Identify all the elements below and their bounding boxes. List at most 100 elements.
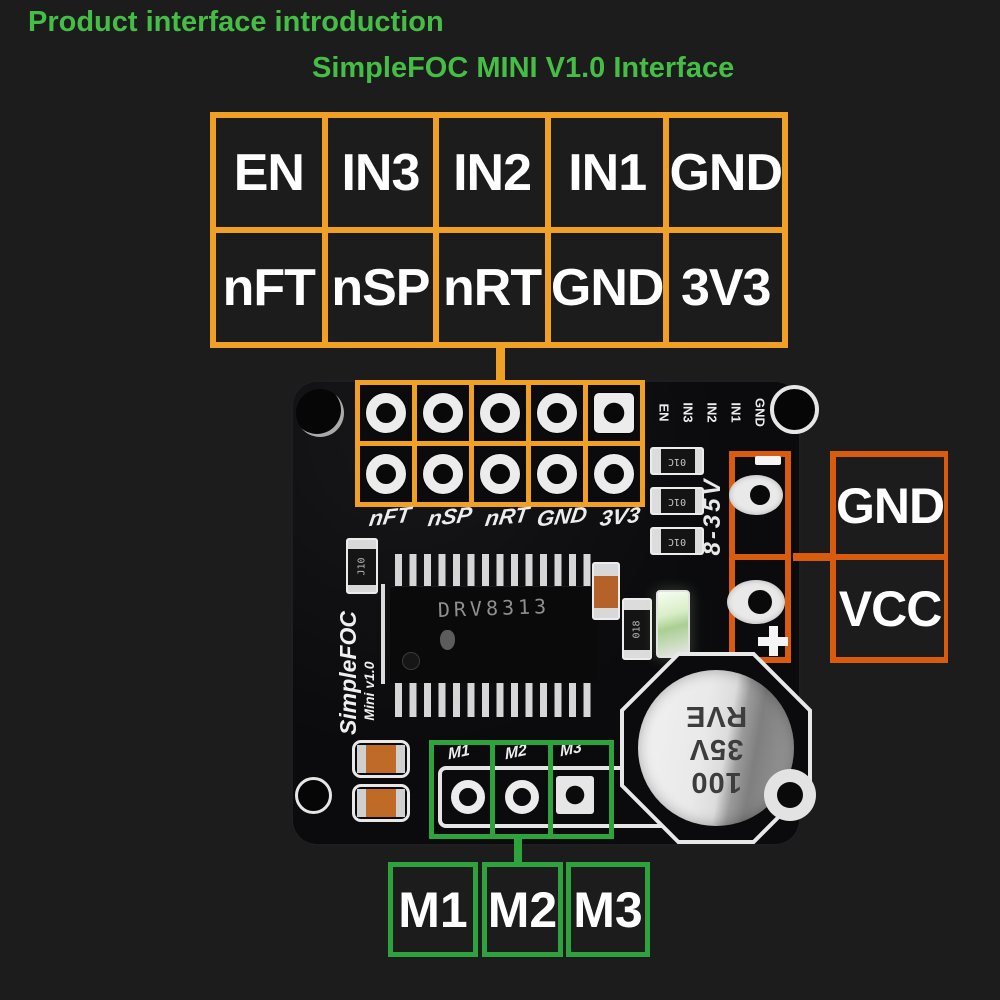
pin-label: nSP xyxy=(331,258,430,317)
mounting-hole xyxy=(295,777,332,814)
pin-label-cell: IN2 xyxy=(439,118,545,227)
smd-resistor: 01C xyxy=(650,447,704,475)
smd-capacitor xyxy=(592,562,620,620)
silkscreen-side-label: IN2 xyxy=(704,402,720,423)
pin-hole-cell xyxy=(531,446,583,502)
pin-label: 3V3 xyxy=(680,258,772,317)
polarity-plus-icon xyxy=(758,626,788,656)
pin-hole-cell xyxy=(360,446,412,502)
power-pad-hole xyxy=(748,590,772,614)
silkscreen-label: GND xyxy=(535,501,589,532)
pin-label-cell: IN3 xyxy=(327,118,434,227)
pin-pad xyxy=(537,454,577,494)
silkscreen-side-label: GND xyxy=(752,398,768,427)
chip-left-bracket xyxy=(381,584,385,684)
pin-label-cell: nSP xyxy=(327,233,434,342)
mounting-hole xyxy=(777,782,803,808)
pin-pad xyxy=(480,393,520,433)
smd-capacitor xyxy=(352,740,410,778)
power-label-boxes: GND VCC xyxy=(830,451,948,663)
pin-pad xyxy=(480,454,520,494)
signal-header-annotation-grid xyxy=(355,380,645,507)
silkscreen-side-label: IN1 xyxy=(728,402,744,423)
smd-resistor: 01C xyxy=(650,527,704,555)
chip-pins-bottom xyxy=(395,683,598,717)
pin-hole-cell xyxy=(588,385,640,441)
pin-hole-cell xyxy=(474,446,526,502)
pin-pad-square xyxy=(594,393,634,433)
motor-connector-line xyxy=(514,837,522,864)
pin1-marker xyxy=(402,652,420,670)
vcc-label-box: VCC xyxy=(836,560,945,657)
silkscreen-label: nFT xyxy=(367,501,413,532)
pin-label-table: EN IN3 IN2 IN1 GND nFT nSP nRT GND 3V3 xyxy=(210,112,788,348)
power-connector-line xyxy=(793,553,832,561)
motor-label-box: M3 xyxy=(566,862,650,957)
power-pad-hole xyxy=(750,485,770,505)
motor-pins-annotation-divider xyxy=(548,745,553,834)
ti-logo-icon xyxy=(440,630,455,650)
chip-pins-top xyxy=(395,554,598,586)
pin-pad xyxy=(423,393,463,433)
pin-hole-cell xyxy=(474,385,526,441)
smd-resistor-label: 018 xyxy=(631,619,643,639)
motor-label: M1 xyxy=(398,881,468,938)
motor-pins-annotation-divider xyxy=(490,745,495,834)
pin-pad xyxy=(594,454,634,494)
smd-capacitor-body xyxy=(357,789,405,817)
pin-label: nRT xyxy=(443,258,542,317)
pin-label-cell: EN xyxy=(216,118,322,227)
motor-pin-pad xyxy=(451,780,485,814)
board-interface-heading: SimpleFOC MINI V1.0 Interface xyxy=(312,52,735,84)
pin-hole-cell xyxy=(588,446,640,502)
table-to-board-connector-line xyxy=(496,346,505,382)
mounting-hole xyxy=(296,389,344,437)
pin-label: IN1 xyxy=(568,143,647,202)
smd-resistor-label: 01C xyxy=(667,535,687,547)
mounting-hole xyxy=(770,385,819,434)
motor-label: M3 xyxy=(573,881,643,938)
motor-pin-pad xyxy=(505,780,539,814)
pin-label-cell: nRT xyxy=(439,233,545,342)
driver-chip: DRV8313 xyxy=(390,586,598,683)
gnd-label: GND xyxy=(836,477,945,534)
pin-label-cell: GND xyxy=(550,233,665,342)
motor-label-box: M1 xyxy=(388,862,478,957)
pin-pad xyxy=(423,454,463,494)
pin-label: GND xyxy=(550,258,665,317)
smd-resistor: 01C xyxy=(650,487,704,515)
polarity-minus-icon xyxy=(755,456,781,465)
vcc-label: VCC xyxy=(838,580,943,637)
brand-silkscreen: SimpleFOC xyxy=(335,611,361,735)
voltage-range-silkscreen: 8-35V xyxy=(699,476,726,556)
motor-label-box: M2 xyxy=(482,862,563,957)
smd-resistor: 018 xyxy=(622,598,652,660)
capacitor-marking-line: RVE xyxy=(684,699,748,732)
pin-pad xyxy=(366,454,406,494)
smd-resistor-label: J10 xyxy=(356,556,368,576)
motor-label: M2 xyxy=(487,881,558,938)
motor-pins-annotation-box xyxy=(429,740,614,839)
power-pad-negative xyxy=(729,475,783,515)
page-title: Product interface introduction xyxy=(28,6,444,38)
pin-label-cell: GND xyxy=(669,118,783,227)
silkscreen-label: nSP xyxy=(426,501,474,532)
pin-label: GND xyxy=(669,143,783,202)
led-indicator xyxy=(656,590,690,658)
silkscreen-label: nRT xyxy=(483,501,531,532)
pin-hole-cell xyxy=(417,385,469,441)
smd-capacitor-body xyxy=(357,745,405,773)
pin-pad xyxy=(537,393,577,433)
capacitor-marking-line: 100 xyxy=(690,765,742,798)
smd-capacitor xyxy=(352,784,410,822)
pin-hole-cell xyxy=(417,446,469,502)
pin-label: IN2 xyxy=(453,143,532,202)
pcb-board: nFT nSP nRT GND 3V3 EN IN3 IN2 IN1 GND 0… xyxy=(291,380,819,846)
capacitor-marking-line: 35V xyxy=(688,732,744,765)
silkscreen-side-label: IN3 xyxy=(680,402,696,423)
power-pad-positive xyxy=(727,580,785,624)
pin-label: EN xyxy=(233,143,305,202)
chip-part-number: DRV8313 xyxy=(437,594,551,622)
pin-hole-cell xyxy=(531,385,583,441)
